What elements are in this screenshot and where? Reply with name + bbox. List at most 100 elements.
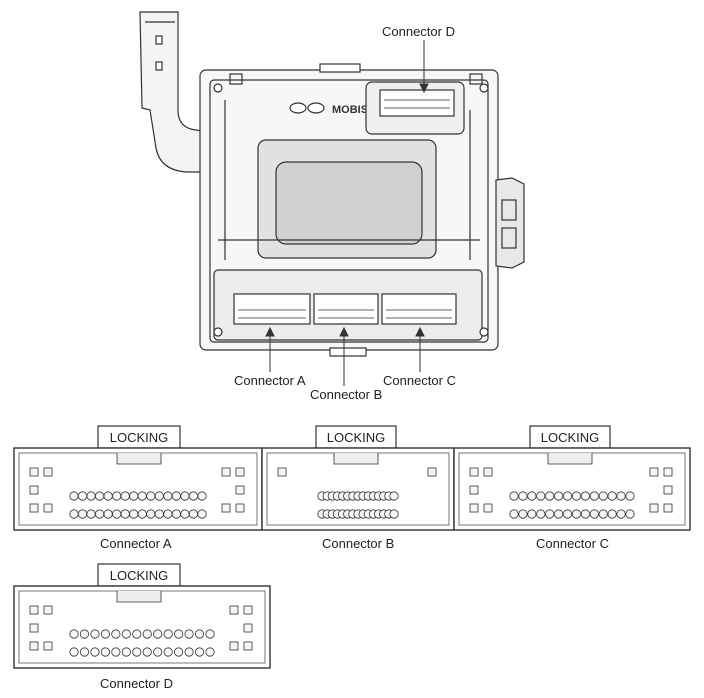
side-pin (277, 467, 287, 477)
side-pin (663, 503, 673, 513)
pin (120, 491, 130, 501)
side-pin (43, 467, 53, 477)
pin (545, 491, 555, 501)
side-pin (29, 605, 39, 615)
pin (197, 491, 207, 501)
pin (121, 629, 131, 639)
pin (142, 647, 152, 657)
latch-notch (333, 453, 379, 465)
side-flange (495, 177, 525, 269)
pin (527, 491, 537, 501)
pin (625, 491, 635, 501)
pin (554, 491, 564, 501)
pin (571, 491, 582, 501)
pin (194, 629, 205, 639)
pin (112, 509, 122, 519)
side-pin (229, 641, 239, 651)
pin (545, 509, 555, 519)
brand-mark-mobis: MOBIS (332, 104, 368, 116)
pin (120, 509, 130, 519)
pin (598, 491, 608, 501)
pin (95, 491, 105, 501)
pin (174, 647, 184, 657)
pin-view-caption: Connector B (322, 536, 394, 551)
pin (146, 491, 156, 501)
pin (163, 647, 173, 657)
pin (205, 647, 215, 657)
pin (103, 509, 113, 519)
pin (171, 509, 181, 519)
pin (69, 509, 79, 519)
side-pin (469, 503, 479, 513)
side-pin (29, 503, 39, 513)
ecu-module: MOBIS (139, 11, 525, 357)
side-pin (427, 467, 437, 477)
pin (205, 629, 215, 639)
pin (389, 509, 399, 519)
latch-notch (547, 453, 593, 465)
side-pin (243, 623, 253, 633)
pin (77, 509, 88, 519)
side-pin (469, 467, 479, 477)
callout-connector-c: Connector C (383, 373, 456, 388)
pin (536, 509, 546, 519)
side-pin (649, 467, 659, 477)
callout-leaders (265, 40, 429, 386)
module-connector-d-pins (384, 99, 450, 109)
pin (132, 647, 142, 657)
pin (174, 629, 184, 639)
side-pin (43, 503, 53, 513)
pin (180, 509, 190, 519)
pin (184, 647, 194, 657)
pin-view-caption: Connector D (100, 676, 173, 691)
pin (95, 509, 105, 519)
pin (137, 491, 147, 501)
pin (86, 509, 96, 519)
pin (389, 491, 399, 501)
pin (580, 509, 590, 519)
pin (79, 629, 90, 639)
pin (188, 509, 199, 519)
pin (625, 509, 635, 519)
callout-connector-b: Connector B (310, 387, 382, 402)
pin (188, 491, 199, 501)
locking-label: LOCKING (541, 430, 600, 445)
pin (137, 509, 147, 519)
callout-connector-d: Connector D (382, 24, 455, 39)
pin (103, 491, 113, 501)
side-pin (235, 467, 245, 477)
pin (121, 647, 131, 657)
locking-label: LOCKING (110, 568, 169, 583)
connector-c-pin-view: LOCKING Connector C (453, 425, 691, 551)
pin (77, 491, 88, 501)
side-pin (649, 503, 659, 513)
side-pin (483, 503, 493, 513)
side-pin (29, 623, 39, 633)
pin (132, 629, 142, 639)
side-pin (229, 605, 239, 615)
pin (580, 491, 590, 501)
side-pin (221, 503, 231, 513)
pin (154, 509, 164, 519)
side-pin (483, 467, 493, 477)
pin (589, 509, 599, 519)
side-pin (29, 485, 39, 495)
pin (562, 509, 573, 519)
pin (527, 509, 537, 519)
side-pin (29, 467, 39, 477)
pin (509, 509, 519, 519)
pin (598, 509, 608, 519)
side-pin (663, 485, 673, 495)
pin-view-caption: Connector C (536, 536, 609, 551)
pin (100, 647, 110, 657)
pin-view-caption: Connector A (100, 536, 172, 551)
pin (616, 491, 626, 501)
side-pin (663, 467, 673, 477)
pin (607, 491, 617, 501)
latch-notch (116, 453, 162, 465)
pin (142, 629, 152, 639)
side-pin (235, 503, 245, 513)
callout-connector-a: Connector A (234, 373, 306, 388)
pin (111, 647, 121, 657)
